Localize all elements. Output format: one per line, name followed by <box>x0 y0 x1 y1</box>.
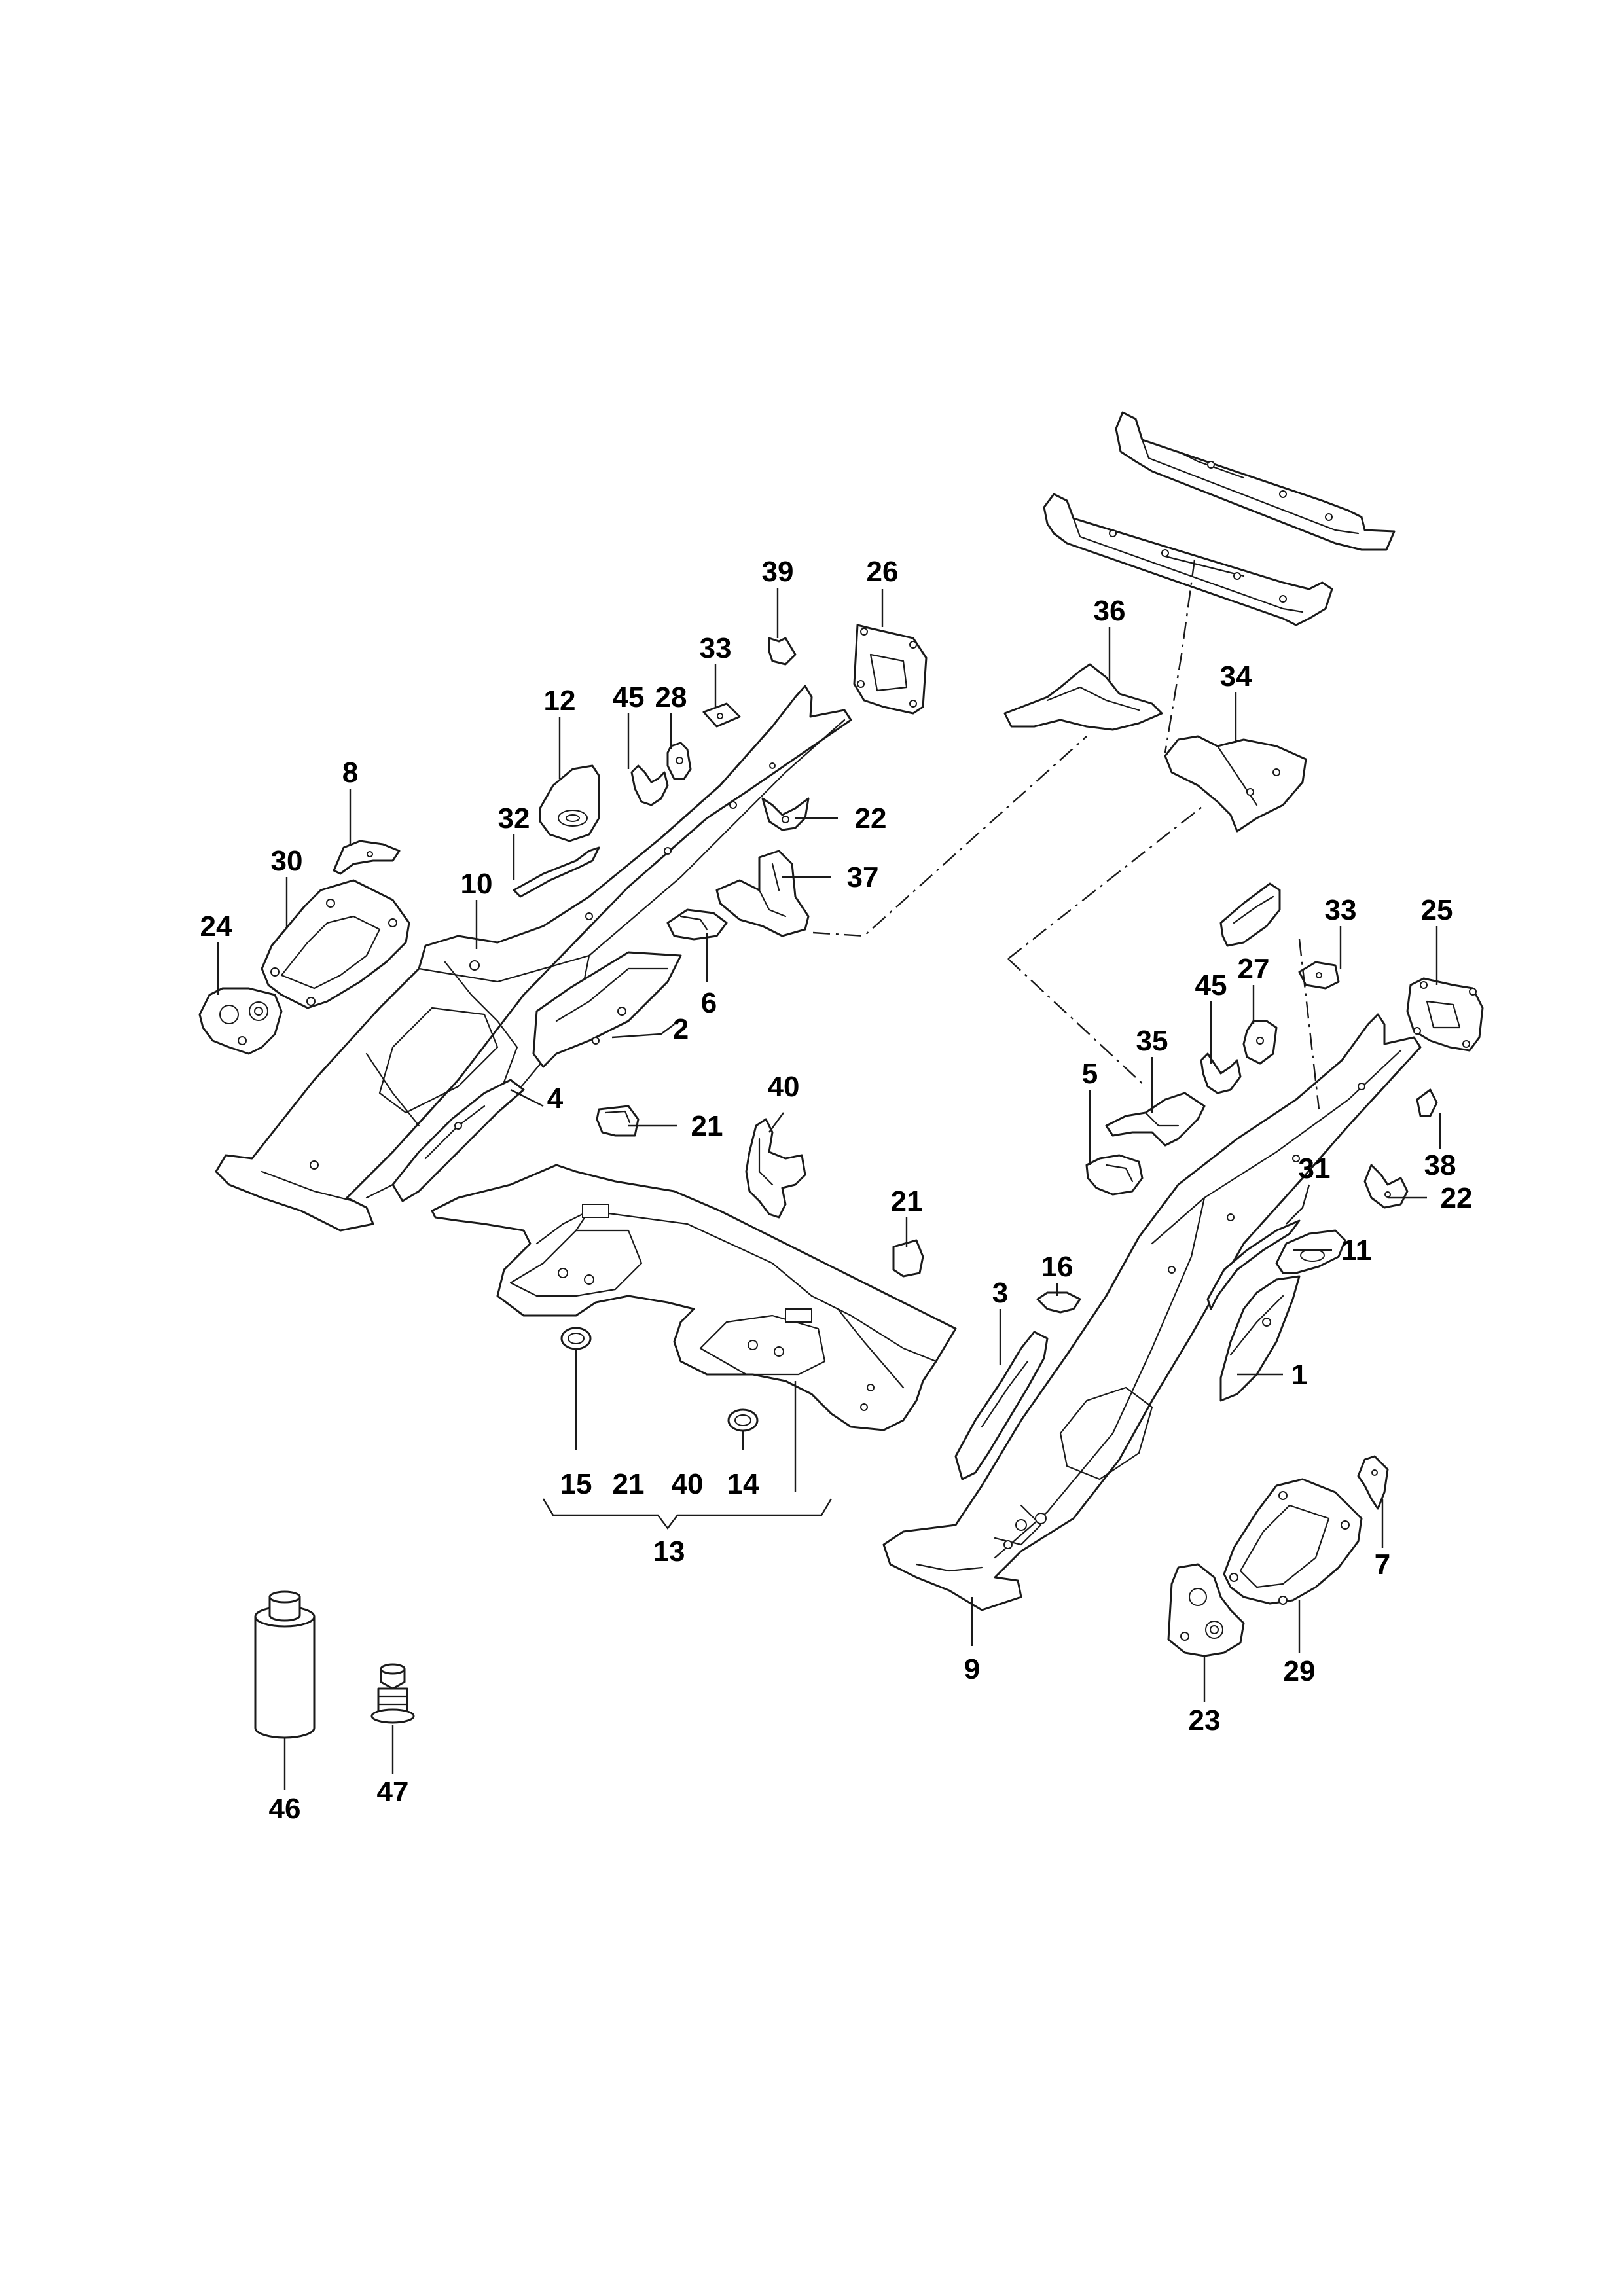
callout-4: 4 <box>547 1083 564 1115</box>
bracket-38 <box>1416 1088 1438 1117</box>
grommet-15 <box>560 1327 592 1350</box>
bracket-16 <box>1036 1291 1081 1314</box>
bracket-22-left <box>761 797 810 831</box>
bracket-37 <box>715 850 810 937</box>
bracket-8 <box>333 840 401 875</box>
group-bracket-13 <box>542 1498 833 1530</box>
callout-12: 12 <box>544 685 576 717</box>
bracket-6 <box>666 908 728 941</box>
alignment-lines <box>812 559 1320 1110</box>
bracket-39 <box>768 637 797 666</box>
callout-21-group: 21 <box>613 1468 645 1500</box>
bracket-28 <box>666 742 692 780</box>
callout-31: 31 <box>1299 1153 1331 1185</box>
bracket-2 <box>532 951 682 1068</box>
stud-47 <box>370 1663 415 1724</box>
bracket-21-center <box>892 1239 924 1278</box>
right-longitudinal-member <box>882 1013 1422 1611</box>
clip-45-right <box>1200 1052 1242 1094</box>
callout-37: 37 <box>847 861 879 893</box>
callout-7: 7 <box>1375 1549 1390 1581</box>
callout-21-center: 21 <box>891 1185 923 1217</box>
callout-45-right: 45 <box>1195 969 1227 1001</box>
callout-6: 6 <box>701 987 717 1019</box>
bracket-35 <box>1105 1092 1206 1147</box>
rear-floor-pan <box>431 1164 957 1431</box>
callout-15: 15 <box>560 1468 592 1500</box>
callout-36: 36 <box>1094 595 1126 627</box>
bracket-40 <box>745 1118 806 1219</box>
mount-23 <box>1167 1563 1245 1657</box>
callout-8: 8 <box>342 757 358 789</box>
callout-34: 34 <box>1220 660 1252 692</box>
callout-21-left: 21 <box>691 1110 723 1142</box>
reinforcement-4 <box>391 1079 525 1202</box>
callout-25: 25 <box>1421 894 1453 926</box>
callout-35: 35 <box>1136 1025 1168 1057</box>
callout-16: 16 <box>1041 1251 1074 1283</box>
bracket-7 <box>1357 1455 1389 1510</box>
clip-45-left <box>630 764 669 806</box>
callout-23: 23 <box>1189 1704 1221 1736</box>
panel-30 <box>261 879 410 1009</box>
rod-31 <box>1206 1219 1301 1310</box>
callout-45-left: 45 <box>613 681 645 713</box>
callout-22-left: 22 <box>855 802 887 834</box>
callout-28: 28 <box>655 681 687 713</box>
callout-46: 46 <box>269 1793 301 1825</box>
bracket-26 <box>853 624 928 715</box>
callout-33-left: 33 <box>700 632 732 664</box>
bracket-22-right <box>1363 1164 1409 1209</box>
callout-14: 14 <box>727 1468 759 1500</box>
left-longitudinal-member <box>215 685 852 1232</box>
callout-3: 3 <box>992 1277 1008 1309</box>
callout-labels: 39 26 33 28 45 12 8 32 22 30 10 37 24 6 … <box>200 556 1473 1825</box>
callout-9: 9 <box>964 1653 980 1685</box>
bracket-25 <box>1406 977 1484 1052</box>
crossmember-34 <box>1164 735 1307 833</box>
callout-10: 10 <box>461 868 493 900</box>
rear-cross-member-lower <box>1043 493 1333 626</box>
callout-13: 13 <box>653 1535 685 1568</box>
callout-29: 29 <box>1284 1655 1316 1687</box>
callout-39: 39 <box>762 556 794 588</box>
callout-33-right: 33 <box>1325 894 1357 926</box>
mount-24 <box>198 987 283 1055</box>
callout-32: 32 <box>498 802 530 834</box>
callout-30: 30 <box>271 845 303 877</box>
leader-lines <box>217 588 1441 1790</box>
crossmember-36 <box>1003 663 1163 731</box>
callout-24: 24 <box>200 910 232 942</box>
bracket-21-left <box>596 1105 640 1137</box>
callout-47: 47 <box>377 1776 409 1808</box>
reinforcement-1 <box>1219 1275 1301 1402</box>
bracket-27 <box>1242 1020 1278 1065</box>
bracket-upper-right <box>1219 882 1281 947</box>
bracket-5 <box>1085 1154 1144 1196</box>
callout-11: 11 <box>1341 1234 1372 1266</box>
plate-33-right <box>1298 961 1340 990</box>
rear-cross-member-upper <box>1115 411 1396 551</box>
callout-5: 5 <box>1082 1058 1098 1090</box>
callout-1: 1 <box>1291 1359 1307 1391</box>
panel-29 <box>1223 1478 1363 1605</box>
callout-2: 2 <box>673 1013 689 1045</box>
callout-27: 27 <box>1238 953 1270 985</box>
grommet-14 <box>727 1408 759 1432</box>
callout-22-right: 22 <box>1441 1182 1473 1214</box>
cylinder-46 <box>254 1590 316 1739</box>
callout-26: 26 <box>867 556 899 588</box>
callout-40-upper: 40 <box>768 1071 800 1103</box>
dome-12 <box>539 764 600 842</box>
callout-38: 38 <box>1424 1149 1456 1181</box>
plate-33-left <box>702 702 741 728</box>
rod-32 <box>513 846 600 898</box>
reinforcement-3 <box>954 1331 1049 1480</box>
callout-40-group: 40 <box>672 1468 704 1500</box>
dome-11 <box>1275 1229 1346 1274</box>
